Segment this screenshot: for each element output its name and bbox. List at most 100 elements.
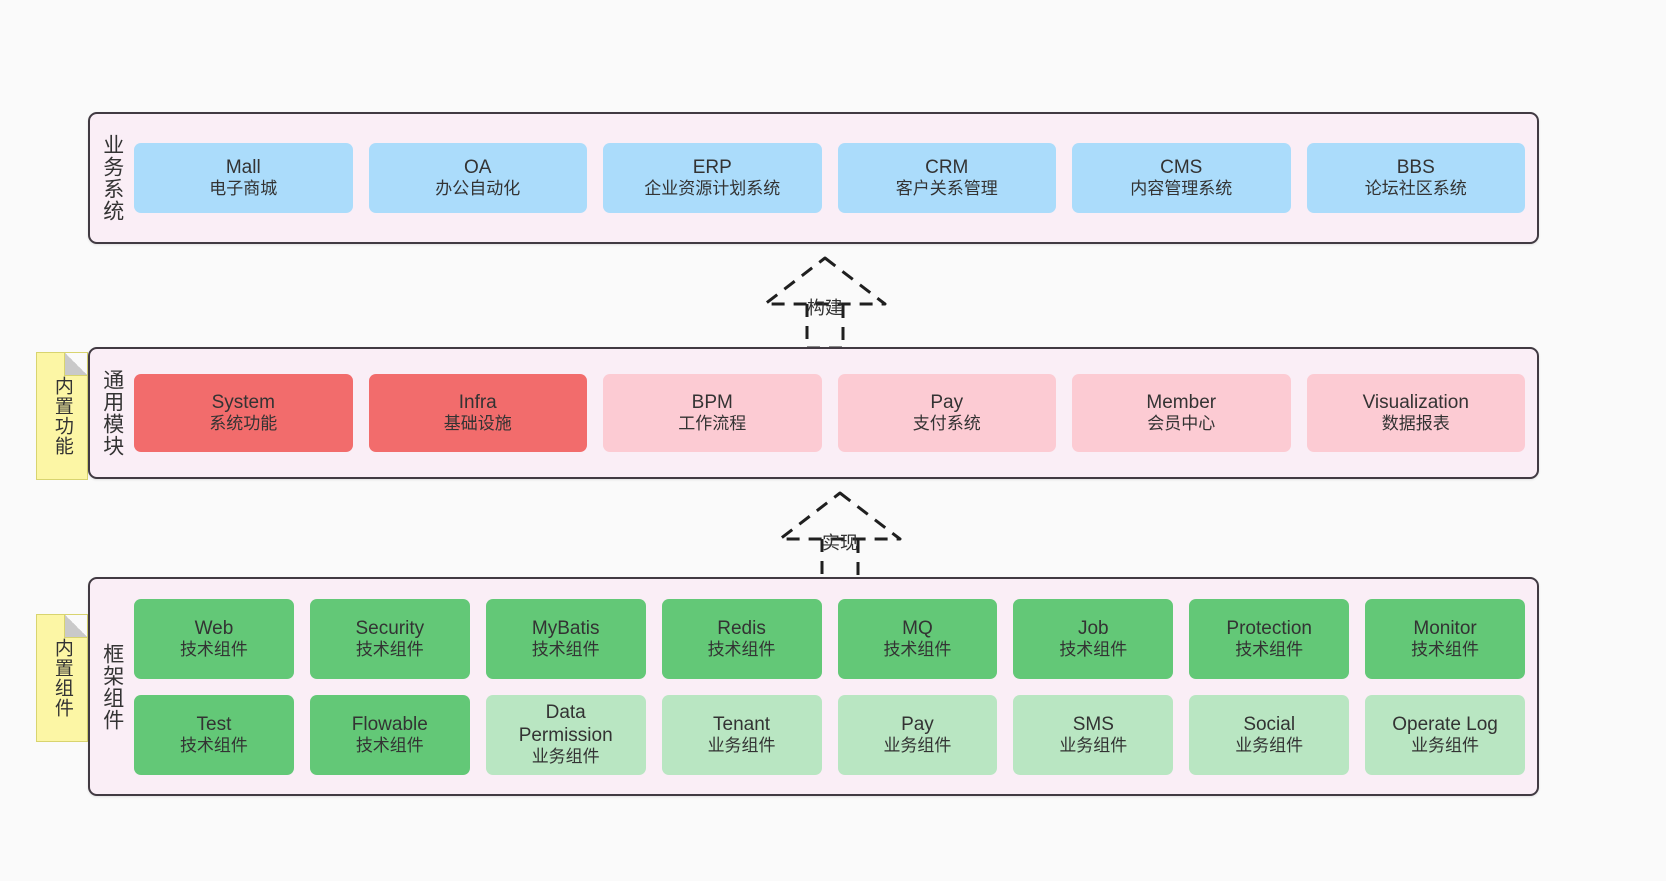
- note-label: 内置功能: [51, 376, 73, 456]
- card-subtitle: 业务组件: [1411, 735, 1480, 755]
- card-row: System 系统功能 Infra 基础设施 BPM 工作流程 Pay 支付系统…: [134, 374, 1525, 452]
- layer-body-business: Mall 电子商城 OA 办公自动化 ERP 企业资源计划系统 CRM 客户关系…: [134, 114, 1537, 242]
- layer-common-modules: 通用模块 System 系统功能 Infra 基础设施 BPM 工作流程 Pay…: [88, 347, 1539, 479]
- card-flowable[interactable]: Flowable 技术组件: [309, 694, 470, 775]
- card-subtitle: 技术组件: [883, 639, 952, 659]
- card-protection[interactable]: Protection 技术组件: [1189, 598, 1350, 679]
- card-subtitle: 技术组件: [355, 639, 424, 659]
- card-title: Member: [1146, 392, 1217, 414]
- card-mall[interactable]: Mall 电子商城: [134, 143, 353, 213]
- card-subtitle: 技术组件: [1059, 639, 1128, 659]
- connector-build: 构建: [735, 252, 915, 352]
- note-label: 内置组件: [51, 638, 73, 718]
- card-infra[interactable]: Infra 基础设施: [368, 374, 587, 452]
- card-mq[interactable]: MQ 技术组件: [837, 598, 998, 679]
- card-job[interactable]: Job 技术组件: [1013, 598, 1174, 679]
- card-subtitle: 业务组件: [531, 747, 600, 767]
- card-title: OA: [464, 157, 492, 179]
- card-monitor[interactable]: Monitor 技术组件: [1365, 598, 1525, 679]
- card-tenant[interactable]: Tenant 业务组件: [661, 694, 822, 775]
- card-pay-component[interactable]: Pay 业务组件: [837, 694, 998, 775]
- card-row: Mall 电子商城 OA 办公自动化 ERP 企业资源计划系统 CRM 客户关系…: [134, 143, 1525, 213]
- card-bbs[interactable]: BBS 论坛社区系统: [1306, 143, 1525, 213]
- card-title: Flowable: [351, 713, 428, 735]
- card-oa[interactable]: OA 办公自动化: [368, 143, 587, 213]
- card-subtitle: 技术组件: [179, 639, 248, 659]
- card-security[interactable]: Security 技术组件: [309, 598, 470, 679]
- layer-body-modules: System 系统功能 Infra 基础设施 BPM 工作流程 Pay 支付系统…: [134, 349, 1537, 477]
- card-pay-module[interactable]: Pay 支付系统: [837, 374, 1056, 452]
- card-subtitle: 系统功能: [209, 414, 278, 434]
- card-title: Web: [194, 617, 234, 639]
- connector-label: 构建: [807, 298, 843, 318]
- card-title: Visualization: [1362, 392, 1469, 414]
- card-data-permission[interactable]: Data Permission 业务组件: [485, 694, 646, 775]
- card-redis[interactable]: Redis 技术组件: [661, 598, 822, 679]
- card-subtitle: 技术组件: [1411, 639, 1480, 659]
- card-subtitle: 业务组件: [883, 735, 952, 755]
- card-title: MyBatis: [531, 617, 600, 639]
- card-operate-log[interactable]: Operate Log 业务组件: [1365, 694, 1525, 775]
- card-title: Social: [1243, 713, 1296, 735]
- note-builtin-function: 内置功能: [36, 352, 88, 480]
- card-title: Mall: [225, 157, 261, 179]
- card-subtitle: 办公自动化: [435, 179, 521, 199]
- layer-framework-components: 框架组件 Web 技术组件 Security 技术组件 MyBatis 技术组件…: [88, 577, 1539, 796]
- note-builtin-component: 内置组件: [36, 614, 88, 742]
- card-subtitle: 数据报表: [1381, 414, 1450, 434]
- card-subtitle: 工作流程: [678, 414, 747, 434]
- card-subtitle: 会员中心: [1147, 414, 1216, 434]
- card-title: Protection: [1226, 617, 1312, 639]
- card-subtitle: 技术组件: [355, 735, 424, 755]
- generalization-arrow-icon: [778, 491, 902, 585]
- card-subtitle: 客户关系管理: [895, 179, 998, 199]
- card-title: Pay: [901, 713, 934, 735]
- card-mybatis[interactable]: MyBatis 技术组件: [485, 598, 646, 679]
- card-title: BBS: [1396, 157, 1435, 179]
- card-system[interactable]: System 系统功能: [134, 374, 353, 452]
- card-test[interactable]: Test 技术组件: [134, 694, 294, 775]
- card-subtitle: 技术组件: [179, 735, 248, 755]
- card-subtitle: 业务组件: [1059, 735, 1128, 755]
- card-subtitle: 内容管理系统: [1130, 179, 1233, 199]
- card-sms[interactable]: SMS 业务组件: [1013, 694, 1174, 775]
- card-title: Test: [196, 713, 232, 735]
- card-subtitle: 企业资源计划系统: [644, 179, 781, 199]
- card-title: Redis: [717, 617, 766, 639]
- card-web[interactable]: Web 技术组件: [134, 598, 294, 679]
- generalization-arrow-icon: [763, 256, 887, 350]
- card-title: System: [211, 392, 275, 414]
- card-row: Web 技术组件 Security 技术组件 MyBatis 技术组件 Redi…: [134, 598, 1525, 679]
- card-title: CMS: [1160, 157, 1203, 179]
- connector-realize: 实现: [750, 487, 930, 587]
- card-title: Data Permission: [518, 701, 613, 747]
- card-title: Operate Log: [1392, 713, 1498, 735]
- card-title: Infra: [458, 392, 497, 414]
- card-title: ERP: [692, 157, 732, 179]
- layer-title-framework: 框架组件: [100, 642, 124, 731]
- card-row: Test 技术组件 Flowable 技术组件 Data Permission …: [134, 694, 1525, 775]
- card-title: Pay: [930, 392, 964, 414]
- card-crm[interactable]: CRM 客户关系管理: [837, 143, 1056, 213]
- card-bpm[interactable]: BPM 工作流程: [603, 374, 822, 452]
- card-subtitle: 支付系统: [912, 414, 981, 434]
- card-title: BPM: [691, 392, 733, 414]
- card-title: SMS: [1072, 713, 1114, 735]
- card-erp[interactable]: ERP 企业资源计划系统: [603, 143, 822, 213]
- card-subtitle: 技术组件: [531, 639, 600, 659]
- card-visualization[interactable]: Visualization 数据报表: [1306, 374, 1525, 452]
- card-subtitle: 业务组件: [707, 735, 776, 755]
- card-subtitle: 论坛社区系统: [1364, 179, 1467, 199]
- card-title: Security: [355, 617, 425, 639]
- card-title: Job: [1077, 617, 1109, 639]
- card-subtitle: 技术组件: [1235, 639, 1304, 659]
- layer-body-framework: Web 技术组件 Security 技术组件 MyBatis 技术组件 Redi…: [134, 579, 1537, 794]
- card-subtitle: 技术组件: [707, 639, 776, 659]
- card-subtitle: 业务组件: [1235, 735, 1304, 755]
- connector-label: 实现: [822, 533, 858, 553]
- layer-business-systems: 业务系统 Mall 电子商城 OA 办公自动化 ERP 企业资源计划系统 CRM…: [88, 112, 1539, 244]
- card-social[interactable]: Social 业务组件: [1189, 694, 1350, 775]
- card-member[interactable]: Member 会员中心: [1072, 374, 1291, 452]
- card-cms[interactable]: CMS 内容管理系统: [1072, 143, 1291, 213]
- card-title: CRM: [925, 157, 969, 179]
